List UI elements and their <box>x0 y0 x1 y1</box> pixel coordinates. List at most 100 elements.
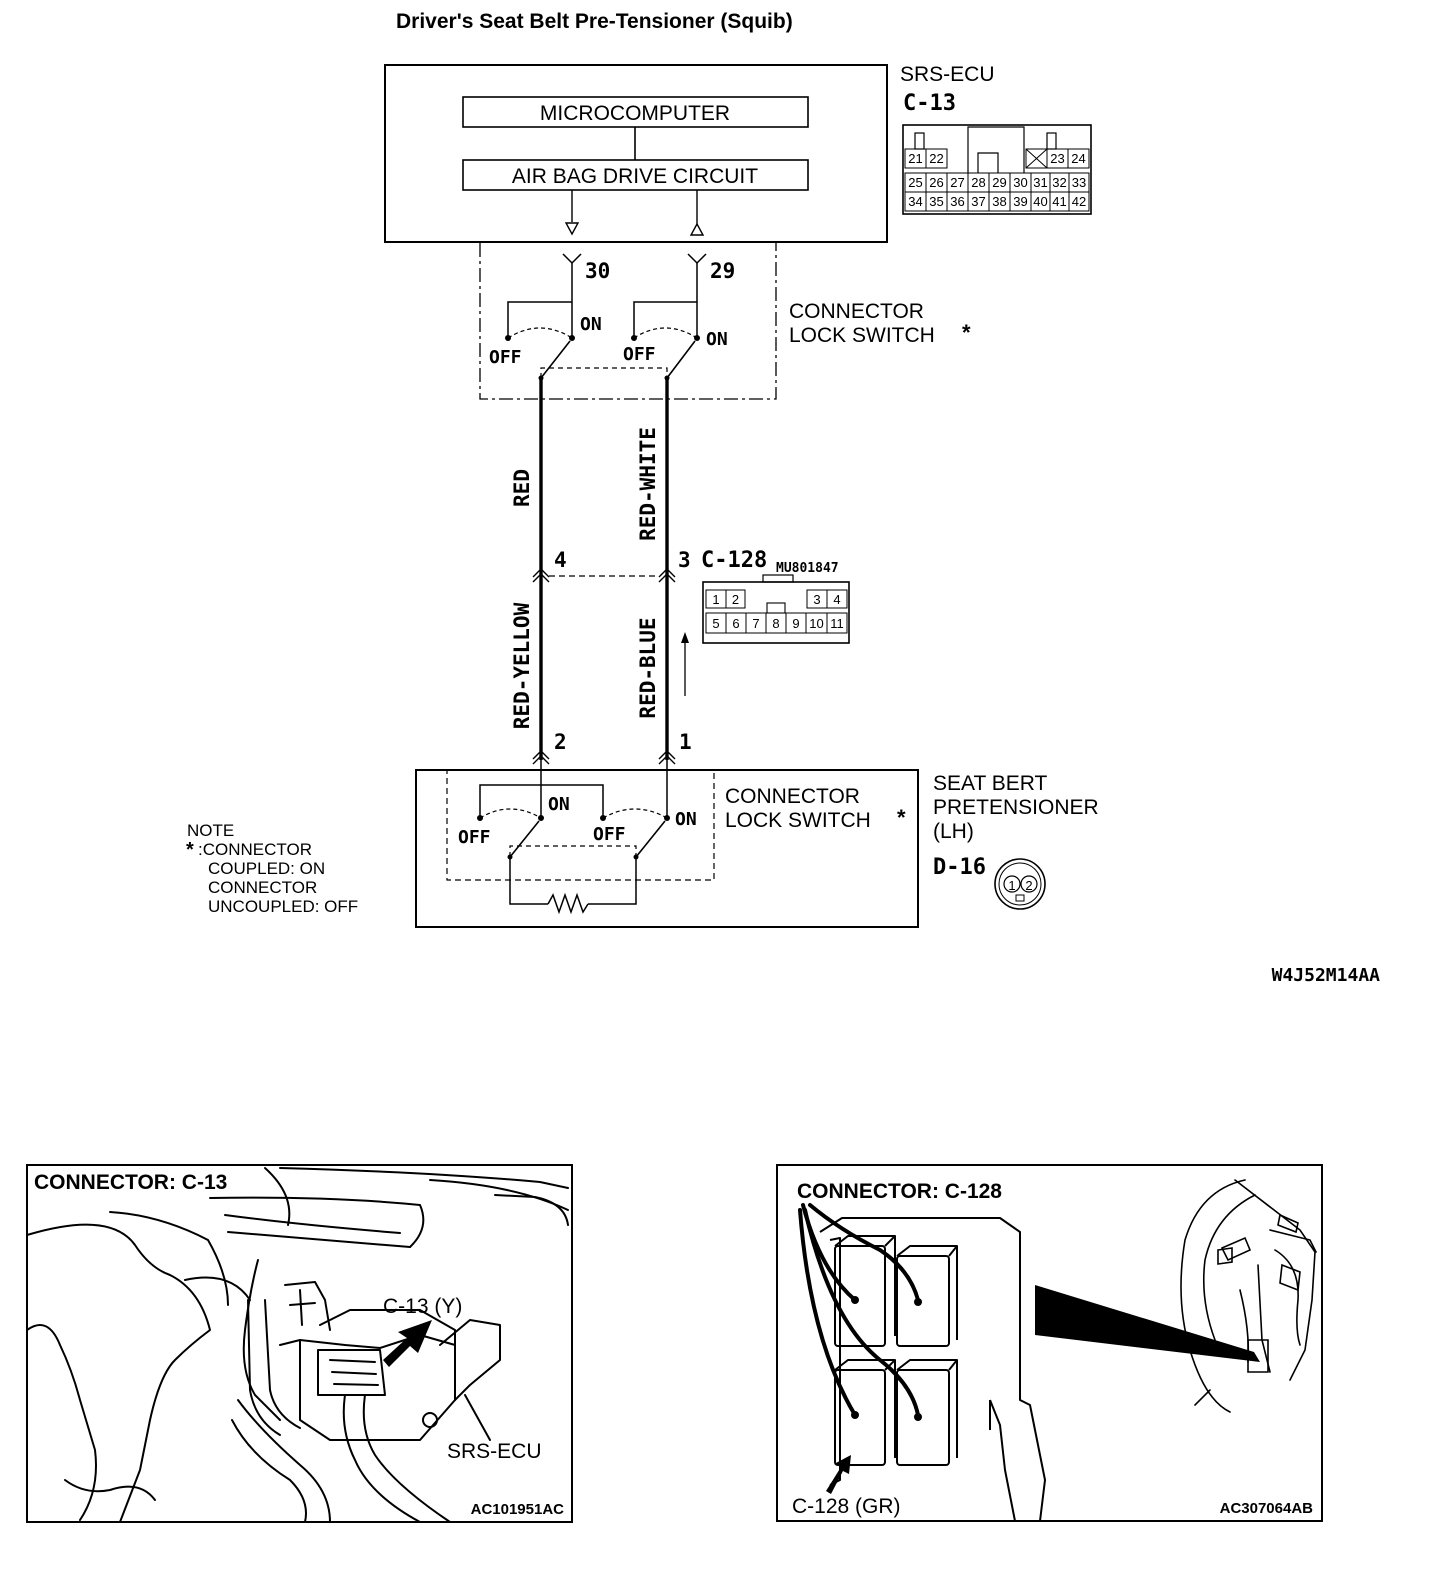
c128-callout-label: C-128 (GR) <box>792 1495 901 1518</box>
c128-connector-face: 1 2 3 4 5 6 7 8 9 10 11 <box>702 574 850 644</box>
srs-ecu-unit: MICROCOMPUTER AIR BAG DRIVE CIRCUIT <box>384 64 888 243</box>
d16-key <box>1015 894 1025 902</box>
d16-pin-label: 1 <box>1008 878 1015 893</box>
ecu-outline <box>439 1319 501 1401</box>
pin-dot <box>851 1411 859 1419</box>
switch-linkage <box>509 845 637 857</box>
callout-arrow-icon <box>826 1455 851 1494</box>
switch-travel-arc <box>479 808 542 819</box>
seat-outline <box>26 1324 97 1521</box>
switch-blade <box>666 340 696 379</box>
cavity-top <box>896 1359 958 1371</box>
connector-cavity <box>896 1369 950 1466</box>
panel-c128-code: AC307064AB <box>1220 1500 1314 1517</box>
harness-outline <box>242 1259 281 1421</box>
console-line <box>209 1196 425 1248</box>
connector-housing <box>989 1399 1016 1522</box>
c13-pin-label: 42 <box>1072 194 1086 209</box>
switch-on-label: ON <box>706 329 728 350</box>
clip-outline <box>1279 1263 1301 1292</box>
pin-dot <box>914 1413 922 1421</box>
ecu-bolt-icon <box>422 1412 438 1428</box>
c128-pin-3-label: 3 <box>678 548 691 572</box>
c13-pin-label: 28 <box>971 175 985 190</box>
c128-pin-label: 10 <box>809 616 823 631</box>
d16-pin-cell <box>1003 875 1021 893</box>
zoom-wedge-icon <box>1035 1285 1260 1362</box>
d16-pin-label: 2 <box>1025 878 1032 893</box>
console-line <box>264 1167 291 1226</box>
c13-connector-face: 21 22 23 24 25 26 27 28 29 30 31 32 33 3… <box>902 124 1092 215</box>
d16-face-outline <box>994 858 1046 910</box>
c128-pin-4-label: 4 <box>554 548 567 572</box>
c128-key <box>766 602 786 614</box>
c128-pin-label: 1 <box>712 592 719 607</box>
console-line <box>224 1214 401 1234</box>
seat-outline <box>64 1479 156 1501</box>
console-line <box>227 1231 411 1248</box>
lower-cross-link <box>541 784 604 818</box>
c13-pin-label: 34 <box>908 194 922 209</box>
diagram-title: Driver's Seat Belt Pre-Tensioner (Squib) <box>396 10 793 33</box>
c13-callout-label: C-13 (Y) <box>383 1295 462 1318</box>
connector-housing <box>819 1217 1046 1522</box>
wire-color-red: RED <box>510 469 534 507</box>
harness-outline <box>231 1419 307 1523</box>
harness-wires: RED RED-WHITE RED-YELLOW RED-BLUE 4 3 C-… <box>510 378 839 765</box>
note-asterisk: * <box>186 839 194 861</box>
ecu-outline <box>279 1334 456 1349</box>
c13-pin-label: 26 <box>929 175 943 190</box>
lock-switch-label-line2: LOCK SWITCH <box>789 324 935 347</box>
c13-key-inner <box>977 152 999 173</box>
seat-outline <box>26 1223 211 1523</box>
cavity-top <box>834 1235 896 1247</box>
frame-line <box>1194 1389 1211 1406</box>
squib-lead-left <box>509 857 548 905</box>
upper-lock-switch-group: 30 29 OFF ON OFF ON CONNECTOR LOCK SWITC… <box>479 243 971 400</box>
current-direction-arrow-icon <box>681 632 689 643</box>
c128-pin-label: 7 <box>752 616 759 631</box>
pretensioner-label-line3: (LH) <box>933 820 974 843</box>
panel-c128-title: CONNECTOR: C-128 <box>797 1180 1002 1203</box>
wheel-outline <box>1202 1194 1256 1341</box>
wire-color-red-white: RED-WHITE <box>636 427 660 541</box>
harness-outline <box>362 1394 451 1523</box>
d16-pin-2-label: 2 <box>554 730 567 754</box>
clip-outline <box>1217 1247 1233 1265</box>
harness-outline <box>237 1399 331 1523</box>
wire-color-red-blue: RED-BLUE <box>636 617 660 718</box>
d16-pin-1-label: 1 <box>679 730 692 754</box>
switch-off-label: OFF <box>458 827 491 848</box>
pretensioner-label-line2: PRETENSIONER <box>933 796 1099 819</box>
c13-pin-label: 36 <box>950 194 964 209</box>
switch-on-label: ON <box>580 314 602 335</box>
c128-pin-label: 5 <box>712 616 719 631</box>
d16-face-inner <box>998 862 1042 906</box>
c13-pin-label: 21 <box>908 151 922 166</box>
c128-latch <box>762 574 794 583</box>
panel-c13-code: AC101951AC <box>471 1501 565 1518</box>
switch-travel-arc <box>633 327 698 339</box>
asterisk-mark: * <box>962 320 971 345</box>
cavity-side <box>894 1236 958 1458</box>
harness-line <box>1274 1249 1301 1346</box>
switch-off-label: OFF <box>623 344 656 365</box>
switch-contact <box>664 815 670 821</box>
c13-pin-label: 38 <box>992 194 1006 209</box>
note-block: NOTE * :CONNECTOR COUPLED: ON CONNECTOR … <box>186 821 358 916</box>
c13-pin-label: 32 <box>1052 175 1066 190</box>
lower-lock-switch-boundary <box>446 769 715 881</box>
c13-latch-right <box>1046 132 1057 150</box>
terminal-30-label: 30 <box>585 259 610 283</box>
switch-contact <box>569 335 575 341</box>
switch-blade <box>635 820 666 858</box>
note-line: :CONNECTOR <box>198 840 312 859</box>
terminal-30-mark <box>562 253 582 265</box>
c13-pin-cell <box>1068 191 1090 212</box>
cavity-top <box>896 1245 958 1257</box>
cavity-top <box>834 1359 896 1371</box>
c128-pin-label: 6 <box>732 616 739 631</box>
input-arrow-icon <box>689 222 705 236</box>
c13-pin-label: 41 <box>1052 194 1066 209</box>
c128-pin-label: 3 <box>813 592 820 607</box>
